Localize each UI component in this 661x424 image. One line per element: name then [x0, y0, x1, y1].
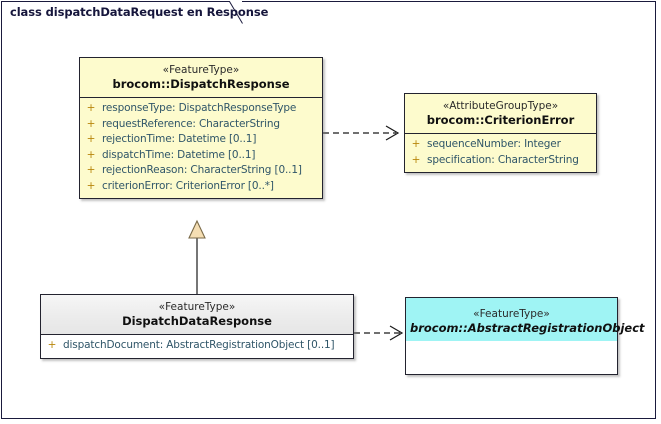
diagram-name-tab[interactable]: class dispatchDataRequest en Response [1, 1, 268, 24]
attribute-row: + responseType: DispatchResponseType [80, 101, 322, 117]
attribute-text: sequenceNumber: Integer [427, 138, 561, 150]
attribute-text: requestReference: CharacterString [102, 117, 280, 130]
attribute-row: + dispatchDocument: AbstractRegistration… [41, 338, 353, 354]
class-box-abstract-registration-object[interactable]: «FeatureType» brocom::AbstractRegistrati… [405, 297, 645, 375]
class-name: brocom::AbstractRegistrationObject [410, 321, 645, 335]
visibility-marker: + [47, 339, 57, 351]
attribute-text: dispatchTime: Datetime [0..1] [102, 148, 256, 161]
class-stereotype: «AttributeGroupType» [442, 100, 559, 112]
class-divider [405, 133, 596, 134]
class-name: brocom::CriterionError [426, 113, 575, 127]
attribute-text: responseType: DispatchResponseType [102, 102, 297, 114]
class-divider [80, 97, 322, 98]
class-divider [41, 334, 353, 335]
visibility-marker: + [86, 148, 96, 161]
class-name: brocom::DispatchResponse [112, 77, 290, 91]
visibility-marker: + [411, 138, 421, 150]
class-stereotype: «FeatureType» [473, 308, 550, 320]
class-header-abstract-registration-object: «FeatureType» brocom::AbstractRegistrati… [406, 298, 645, 341]
visibility-marker: + [86, 133, 96, 145]
attribute-row: + rejectionTime: Datetime [0..1] [80, 132, 322, 148]
diagram-frame [1, 1, 656, 419]
attribute-row: + criterionError: CriterionError [0..*] [80, 179, 322, 195]
class-name: DispatchDataResponse [122, 314, 272, 328]
attribute-row: + rejectionReason: CharacterString [0..1… [80, 163, 322, 179]
attribute-compartment-criterion-error: + sequenceNumber: Integer + specificatio… [405, 134, 596, 172]
class-header-dispatch-response: «FeatureType» brocom::DispatchResponse [80, 58, 322, 97]
attribute-row: + requestReference: CharacterString [80, 117, 322, 133]
visibility-marker: + [86, 102, 96, 114]
attribute-compartment-dispatch-data-response: + dispatchDocument: AbstractRegistration… [41, 335, 353, 358]
attribute-text: rejectionTime: Datetime [0..1] [102, 133, 257, 145]
class-box-dispatch-response[interactable]: «FeatureType» brocom::DispatchResponse +… [79, 57, 323, 199]
class-stereotype: «FeatureType» [158, 301, 236, 313]
attribute-text: rejectionReason: CharacterString [0..1] [102, 164, 302, 176]
attribute-text: specification: CharacterString [427, 153, 579, 166]
class-header-criterion-error: «AttributeGroupType» brocom::CriterionEr… [405, 94, 596, 133]
visibility-marker: + [86, 179, 96, 192]
class-box-criterion-error[interactable]: «AttributeGroupType» brocom::CriterionEr… [404, 93, 597, 173]
visibility-marker: + [86, 164, 96, 176]
class-stereotype: «FeatureType» [162, 64, 240, 76]
attribute-row: + sequenceNumber: Integer [405, 137, 596, 153]
attribute-text: dispatchDocument: AbstractRegistrationOb… [63, 339, 335, 351]
class-box-dispatch-data-response[interactable]: «FeatureType» DispatchDataResponse + dis… [40, 294, 354, 359]
diagram-title: class dispatchDataRequest en Response [10, 5, 269, 19]
visibility-marker: + [86, 117, 96, 130]
attribute-row: + specification: CharacterString [405, 153, 596, 169]
attribute-text: criterionError: CriterionError [0..*] [102, 179, 274, 192]
visibility-marker: + [411, 153, 421, 166]
attribute-compartment-dispatch-response: + responseType: DispatchResponseType + r… [80, 98, 322, 198]
class-header-dispatch-data-response: «FeatureType» DispatchDataResponse [41, 295, 353, 334]
attribute-row: + dispatchTime: Datetime [0..1] [80, 148, 322, 164]
